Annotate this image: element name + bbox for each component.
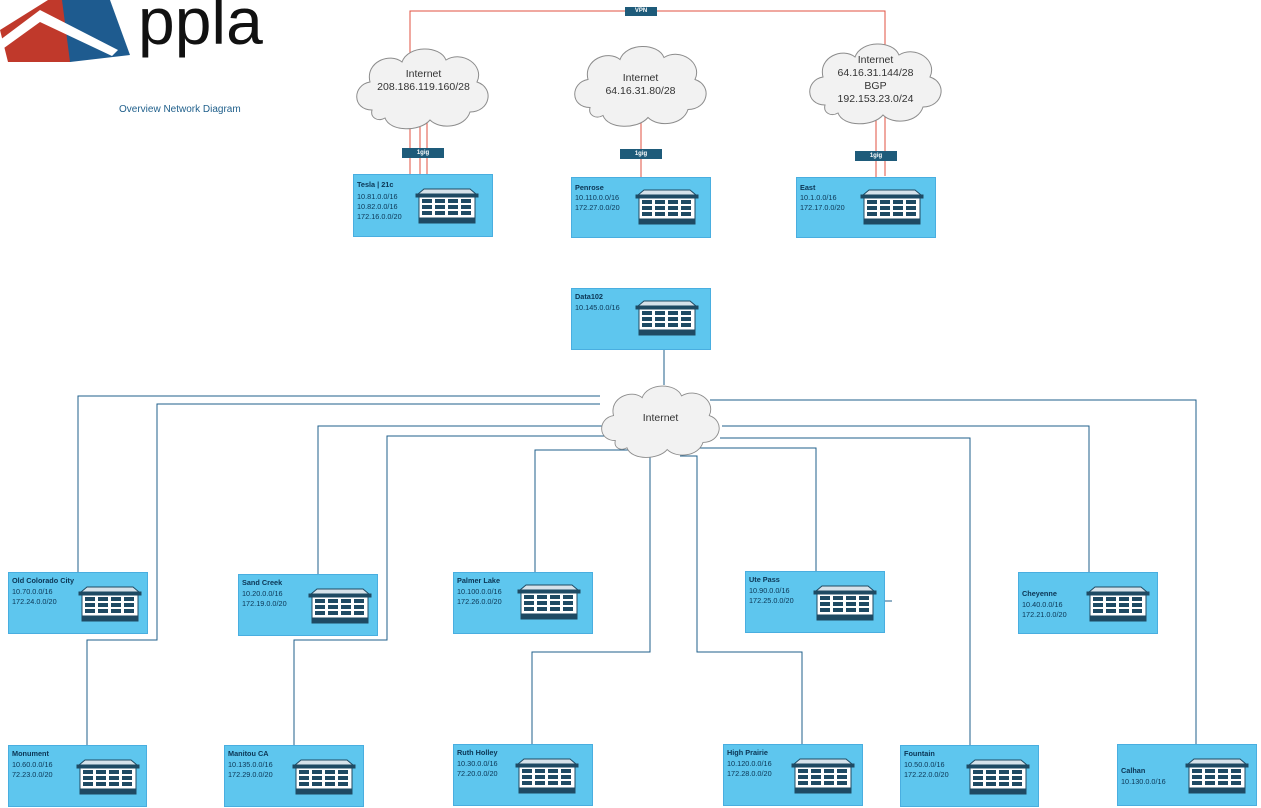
- site-subnet: 172.26.0.0/20: [457, 597, 502, 606]
- site-subnet: 172.16.0.0/20: [357, 212, 402, 221]
- site-cheyenne[interactable]: Cheyenne 10.40.0.0/16 172.21.0.0/20: [1018, 572, 1158, 634]
- link-speed-label: 1gig: [855, 151, 897, 161]
- site-monument[interactable]: Monument 10.60.0.0/16 72.23.0.0/20: [8, 745, 147, 807]
- building-icon: [76, 759, 140, 795]
- site-sand-creek[interactable]: Sand Creek 10.20.0.0/16 172.19.0.0/20: [238, 574, 378, 636]
- site-subnet: 10.40.0.0/16: [1022, 600, 1063, 609]
- site-name: Ruth Holley: [457, 748, 498, 757]
- site-palmer-lake[interactable]: Palmer Lake 10.100.0.0/16 172.26.0.0/20: [453, 572, 593, 634]
- cloud-icon: [601, 385, 720, 458]
- site-subnet: 172.19.0.0/20: [242, 599, 287, 608]
- site-name: High Prairie: [727, 748, 768, 757]
- site-subnet: 10.30.0.0/16: [457, 759, 498, 768]
- building-icon: [308, 588, 372, 624]
- site-subnet: 10.90.0.0/16: [749, 586, 790, 595]
- site-data102[interactable]: Data102 10.145.0.0/16: [571, 288, 711, 350]
- site-subnet: 10.60.0.0/16: [12, 760, 53, 769]
- site-calhan[interactable]: Calhan 10.130.0.0/16: [1117, 744, 1257, 806]
- link-speed-label: 1gig: [620, 149, 662, 159]
- cloud-icon: [809, 43, 942, 125]
- site-subnet: 10.130.0.0/16: [1121, 777, 1166, 786]
- lan-links: [77, 350, 1197, 746]
- site-subnet: 172.21.0.0/20: [1022, 610, 1067, 619]
- site-subnet: 172.22.0.0/20: [904, 770, 949, 779]
- site-name: East: [800, 183, 816, 192]
- building-icon: [635, 189, 699, 225]
- site-name: Penrose: [575, 183, 604, 192]
- site-subnet: 10.100.0.0/16: [457, 587, 502, 596]
- site-name: Calhan: [1121, 766, 1146, 775]
- site-ute-pass[interactable]: Ute Pass 10.90.0.0/16 172.25.0.0/20: [745, 571, 885, 633]
- site-east[interactable]: East 10.1.0.0/16 172.17.0.0/20: [796, 177, 936, 238]
- site-tesla[interactable]: Tesla | 21c 10.81.0.0/16 10.82.0.0/16 17…: [353, 174, 493, 237]
- site-name: Manitou CA: [228, 749, 269, 758]
- building-icon: [1086, 586, 1150, 622]
- building-icon: [515, 758, 579, 794]
- site-subnet: 10.50.0.0/16: [904, 760, 945, 769]
- building-icon: [860, 189, 924, 225]
- site-subnet: 172.27.0.0/20: [575, 203, 620, 212]
- link-speed-label: 1gig: [402, 148, 444, 158]
- site-manitou-ca[interactable]: Manitou CA 10.135.0.0/16 172.29.0.0/20: [224, 745, 364, 807]
- building-icon: [517, 584, 581, 620]
- site-subnet: 10.82.0.0/16: [357, 202, 398, 211]
- site-subnet: 10.135.0.0/16: [228, 760, 273, 769]
- building-icon: [1185, 758, 1249, 794]
- building-icon: [813, 585, 877, 621]
- building-icon: [415, 188, 479, 224]
- diagram-subtitle: Overview Network Diagram: [119, 104, 241, 115]
- site-old-colorado-city[interactable]: Old Colorado City 10.70.0.0/16 172.24.0.…: [8, 572, 148, 634]
- building-icon: [78, 586, 142, 622]
- site-subnet: 10.145.0.0/16: [575, 303, 620, 312]
- site-subnet: 172.24.0.0/20: [12, 597, 57, 606]
- site-name: Cheyenne: [1022, 589, 1057, 598]
- site-subnet: 172.25.0.0/20: [749, 596, 794, 605]
- site-ruth-holley[interactable]: Ruth Holley 10.30.0.0/16 72.20.0.0/20: [453, 744, 593, 806]
- site-name: Monument: [12, 749, 49, 758]
- site-subnet: 10.20.0.0/16: [242, 589, 283, 598]
- site-name: Tesla | 21c: [357, 180, 394, 189]
- site-name: Palmer Lake: [457, 576, 500, 585]
- site-name: Old Colorado City: [12, 576, 75, 585]
- building-icon: [635, 300, 699, 336]
- site-high-prairie[interactable]: High Prairie 10.120.0.0/16 172.28.0.0/20: [723, 744, 863, 806]
- svg-text:ppla: ppla: [138, 0, 263, 58]
- site-subnet: 10.1.0.0/16: [800, 193, 837, 202]
- vpn-label: VPN: [625, 7, 657, 16]
- cloud-icon: [574, 46, 707, 127]
- site-subnet: 10.81.0.0/16: [357, 192, 398, 201]
- building-icon: [966, 759, 1030, 795]
- site-subnet: 172.28.0.0/20: [727, 769, 772, 778]
- site-subnet: 172.29.0.0/20: [228, 770, 273, 779]
- site-name: Data102: [575, 292, 603, 301]
- cloud-label: Internet: [642, 412, 679, 424]
- building-icon: [791, 758, 855, 794]
- site-name: Fountain: [904, 749, 935, 758]
- ppla-logo: ppla: [0, 0, 263, 62]
- site-penrose[interactable]: Penrose 10.110.0.0/16 172.27.0.0/20: [571, 177, 711, 238]
- building-icon: [292, 759, 356, 795]
- site-name: Ute Pass: [749, 575, 780, 584]
- cloud-icon: [356, 48, 489, 130]
- site-subnet: 10.110.0.0/16: [575, 193, 620, 202]
- site-subnet: 10.70.0.0/16: [12, 587, 53, 596]
- site-fountain[interactable]: Fountain 10.50.0.0/16 172.22.0.0/20: [900, 745, 1039, 807]
- site-subnet: 72.20.0.0/20: [457, 769, 498, 778]
- site-subnet: 172.17.0.0/20: [800, 203, 845, 212]
- site-name: Sand Creek: [242, 578, 283, 587]
- site-subnet: 72.23.0.0/20: [12, 770, 53, 779]
- site-subnet: 10.120.0.0/16: [727, 759, 772, 768]
